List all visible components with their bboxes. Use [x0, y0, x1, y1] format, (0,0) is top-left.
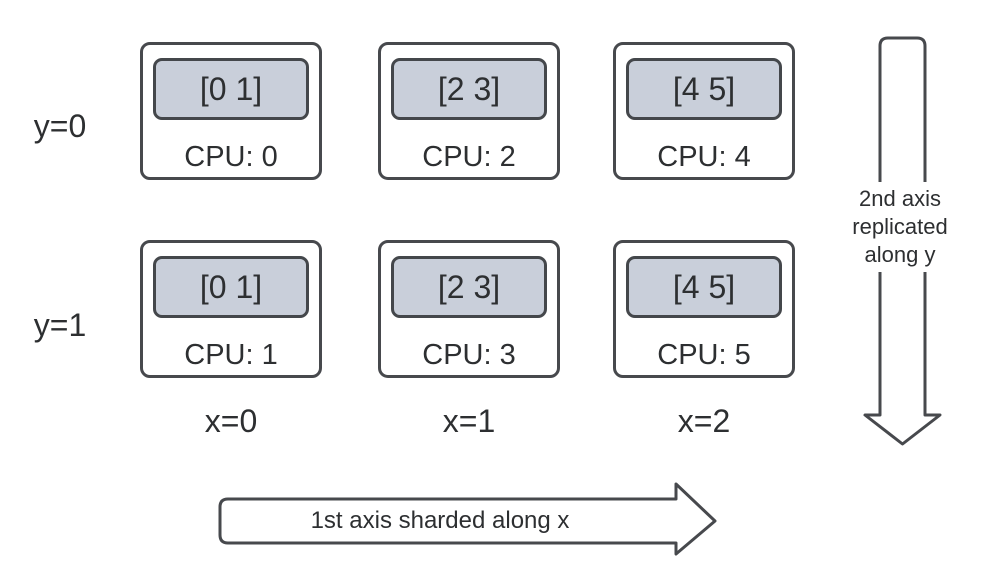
col-label-x2: x=2: [677, 403, 731, 439]
device-box: [4 5] CPU: 4: [613, 42, 795, 180]
shard-data: [4 5]: [626, 256, 782, 318]
cpu-label: CPU: 4: [657, 141, 751, 173]
shard-data: [2 3]: [391, 256, 547, 318]
device-box: [4 5] CPU: 5: [613, 240, 795, 378]
row-label-y1: y=1: [33, 307, 87, 343]
cpu-label: CPU: 0: [184, 141, 278, 173]
y-axis-arrow-label: 2nd axis replicated along y: [836, 182, 964, 272]
device-box: [2 3] CPU: 2: [378, 42, 560, 180]
cpu-label: CPU: 1: [184, 339, 278, 371]
row-label-y0: y=0: [33, 108, 87, 144]
x-axis-arrow-label: 1st axis sharded along x: [310, 507, 570, 534]
cpu-label: CPU: 5: [657, 339, 751, 371]
device-box: [0 1] CPU: 0: [140, 42, 322, 180]
shard-data: [2 3]: [391, 58, 547, 120]
shard-data: [0 1]: [153, 256, 309, 318]
col-label-x0: x=0: [204, 403, 258, 439]
shard-data: [4 5]: [626, 58, 782, 120]
col-label-x1: x=1: [442, 403, 496, 439]
device-box: [2 3] CPU: 3: [378, 240, 560, 378]
cpu-label: CPU: 3: [422, 339, 516, 371]
device-box: [0 1] CPU: 1: [140, 240, 322, 378]
cpu-label: CPU: 2: [422, 141, 516, 173]
shard-data: [0 1]: [153, 58, 309, 120]
x-axis-sharding-arrow: [218, 482, 717, 556]
